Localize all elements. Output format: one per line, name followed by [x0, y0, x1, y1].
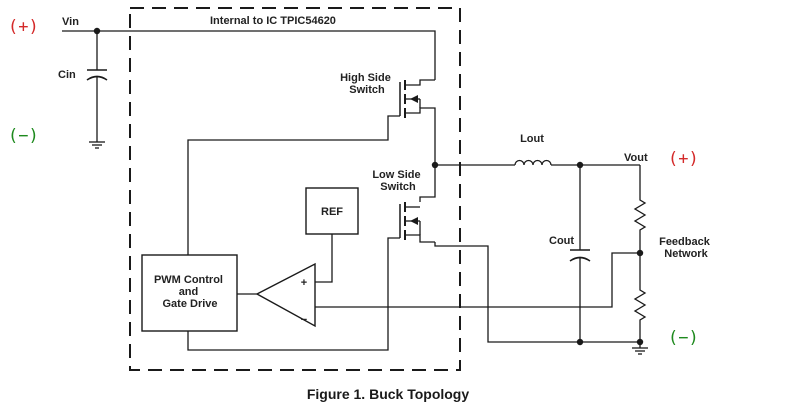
- switch-node: [431, 161, 515, 169]
- vout-positive-marker: (+): [668, 149, 699, 169]
- cin-label: Cin: [58, 69, 76, 81]
- input-capacitor: [86, 31, 108, 142]
- pwm-control-block: [141, 254, 238, 332]
- figure-caption: Figure 1. Buck Topology: [307, 386, 470, 402]
- vin-label: Vin: [62, 16, 79, 28]
- feedback-network: [633, 165, 647, 348]
- vout-label: Vout: [624, 152, 648, 164]
- error-amplifier: [255, 262, 316, 328]
- feedback-label: Feedback Network: [659, 236, 713, 260]
- low-side-label: Low Side Switch: [372, 169, 423, 193]
- ground-symbol-output: [632, 347, 648, 355]
- amp-minus-sign: −: [301, 314, 307, 326]
- ref-wire: [315, 234, 333, 283]
- lout-label: Lout: [520, 133, 544, 145]
- high-side-mosfet: [187, 79, 436, 255]
- output-capacitor: [569, 161, 591, 346]
- cout-label: Cout: [549, 235, 574, 247]
- ic-label: Internal to IC TPIC54620: [210, 15, 336, 27]
- low-side-mosfet: [187, 165, 436, 351]
- high-side-label: High Side Switch: [340, 72, 394, 96]
- pwm-label: PWM Control and Gate Drive: [154, 274, 226, 310]
- ic-boundary: [129, 7, 461, 371]
- ground-return-wire: [434, 242, 640, 343]
- ref-label: REF: [321, 206, 343, 218]
- ref-block: [305, 187, 359, 235]
- output-inductor: [514, 159, 640, 166]
- vin-negative-marker: (−): [8, 126, 39, 146]
- vin-positive-marker: (+): [8, 17, 39, 37]
- ground-symbol-cin: [89, 141, 105, 149]
- feedback-wire: [315, 252, 640, 308]
- amp-plus-sign: +: [301, 277, 307, 289]
- vout-negative-marker: (−): [668, 328, 699, 348]
